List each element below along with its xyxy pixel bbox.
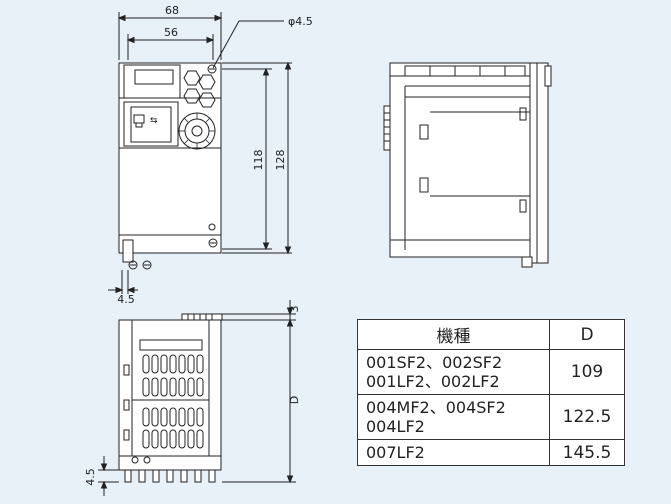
table-header-row: 機種 D	[357, 319, 625, 350]
dim-4-5-bottom-label: 4.5	[84, 468, 97, 486]
dim-d-label: D	[288, 396, 301, 404]
header-model: 機種	[357, 319, 550, 350]
d-value-cell: 109	[549, 349, 625, 395]
table-row: 001SF2、002SF2 001LF2、002LF2 109	[357, 349, 625, 395]
model-line: 007LF2	[366, 443, 425, 462]
dim-68-label: 68	[165, 4, 179, 17]
d-value-cell: 122.5	[549, 394, 625, 440]
dim-3-label: 3	[288, 306, 301, 313]
dim-4-5-front-label: 4.5	[117, 293, 135, 306]
dim-128-label: 128	[274, 150, 287, 171]
model-cell: 007LF2	[357, 439, 550, 466]
dim-56-label: 56	[164, 26, 178, 39]
side-view	[383, 62, 552, 268]
bottom-dimensions	[98, 300, 296, 496]
dim-phi-label: φ4.5	[288, 15, 313, 28]
d-value-cell: 145.5	[549, 439, 625, 466]
model-line: 004MF2、004SF2	[366, 398, 506, 417]
table-row: 004MF2、004SF2 004LF2 122.5	[357, 394, 625, 440]
bottom-view	[118, 313, 223, 483]
model-depth-table: 機種 D 001SF2、002SF2 001LF2、002LF2 109 004…	[357, 319, 625, 466]
header-d: D	[549, 319, 625, 350]
model-line: 001LF2、002LF2	[366, 372, 500, 391]
model-line: 004LF2	[366, 417, 425, 436]
front-dimensions	[108, 12, 292, 294]
front-view: ⇆	[118, 62, 222, 270]
svg-text:⇆: ⇆	[150, 116, 158, 126]
model-cell: 004MF2、004SF2 004LF2	[357, 394, 550, 440]
dim-118-label: 118	[252, 150, 265, 171]
model-line: 001SF2、002SF2	[366, 353, 503, 372]
table-row: 007LF2 145.5	[357, 439, 625, 466]
model-cell: 001SF2、002SF2 001LF2、002LF2	[357, 349, 550, 395]
